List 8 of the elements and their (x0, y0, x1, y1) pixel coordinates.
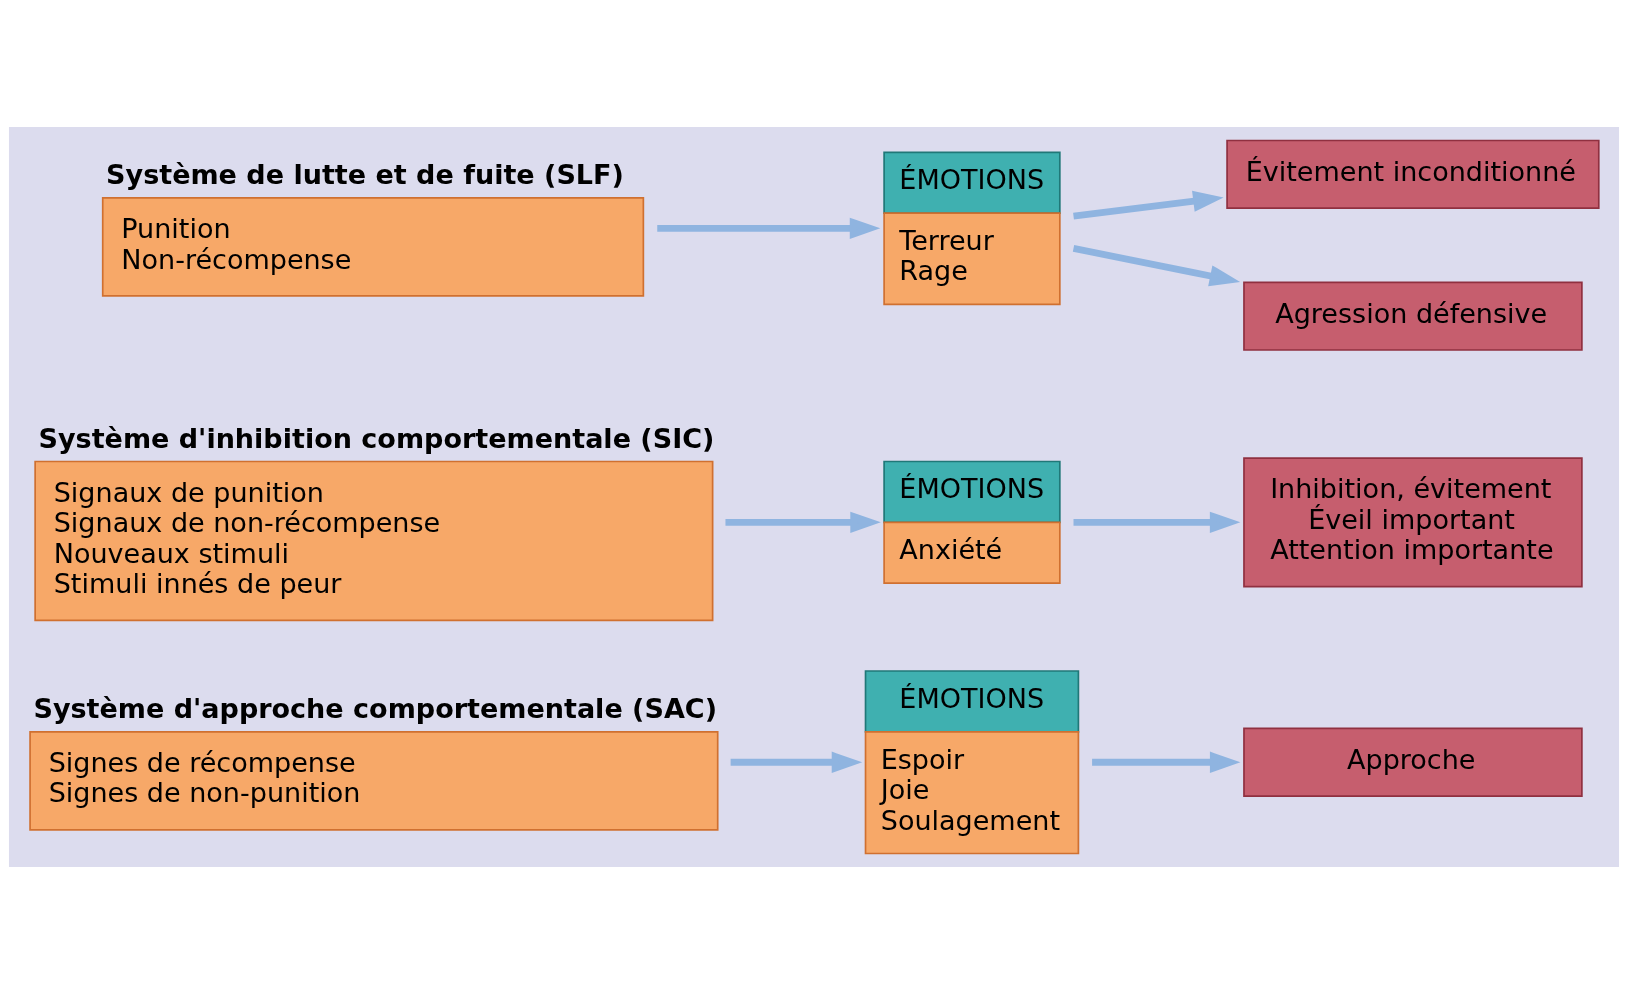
node-label: Système de lutte et de fuite (SLF) (106, 158, 624, 190)
arrow (1073, 511, 1241, 533)
arrow (730, 751, 863, 773)
arrow (1073, 190, 1224, 219)
node-label: Système d'approche comportementale (SAC) (33, 692, 717, 724)
arrow (1072, 244, 1241, 286)
arrow (725, 511, 881, 533)
node-label: Système d'inhibition comportementale (SIC) (38, 422, 715, 454)
